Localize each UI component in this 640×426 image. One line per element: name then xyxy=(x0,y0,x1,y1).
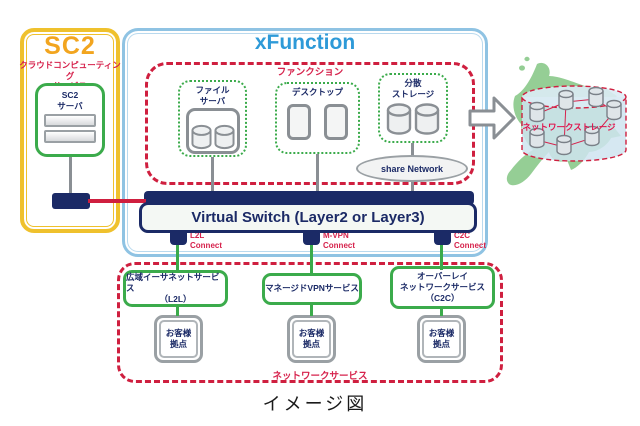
customer-site-box: お客様 拠点 xyxy=(417,315,466,363)
virtual-switch-bar xyxy=(144,191,474,205)
customer-site-line1: お客様 xyxy=(298,328,325,339)
sc2-server-box: SC2 サーバ xyxy=(35,83,105,157)
storage-label-line2: ストレージ xyxy=(391,88,435,99)
storage-label-line1: 分散 xyxy=(404,78,422,88)
service3-line1: オーバーレイ xyxy=(417,270,468,281)
mvpn-connect-line2: Connect xyxy=(323,240,355,250)
mvpn-service-link xyxy=(310,244,313,275)
c2c-connect-line1: C2C xyxy=(454,231,471,240)
c2c-service-link xyxy=(440,244,443,270)
desktop-icon xyxy=(277,103,358,145)
sc2-to-switch-link xyxy=(88,199,146,203)
service1-customer-link xyxy=(176,305,179,316)
desktop-panel-icon xyxy=(287,103,312,140)
c2c-connect-line2: Connect xyxy=(454,240,486,250)
l2l-port xyxy=(170,232,187,245)
desktop-link-line xyxy=(316,152,319,193)
customer-site-line2: 拠点 xyxy=(432,339,450,349)
network-storage-label: ネットワークストレージ xyxy=(522,122,616,132)
l2l-service-link xyxy=(176,244,179,272)
mvpn-connect-label: M-VPN Connect xyxy=(323,231,367,250)
sc2-server-label-line1: SC2 xyxy=(61,90,79,100)
l2l-connect-line1: L2L xyxy=(190,231,205,240)
sc2-connector-line xyxy=(69,157,72,194)
managed-vpn-service-box: マネージドVPNサービス xyxy=(262,273,362,305)
c2c-connect-label: C2C Connect xyxy=(454,231,498,250)
function-area-label: ファンクション xyxy=(276,67,344,78)
l2l-connect-label: L2L Connect xyxy=(190,231,234,250)
storage-cylinders-icon xyxy=(386,103,440,135)
desktop-label: デスクトップ xyxy=(291,87,343,97)
virtual-switch-box: Virtual Switch (Layer2 or Layer3) xyxy=(139,202,477,233)
share-network-label: share Network xyxy=(380,163,444,174)
service2-line1: マネージドVPNサービス xyxy=(265,283,359,294)
l2l-connect-line2: Connect xyxy=(190,240,222,250)
sc2-port-block xyxy=(52,193,90,209)
file-server-link-line xyxy=(211,155,214,193)
distributed-storage-node: 分散 ストレージ xyxy=(378,73,448,143)
share-network-ellipse: share Network xyxy=(356,155,468,182)
file-server-label-line1: ファイル xyxy=(195,85,230,95)
virtual-switch-label: Virtual Switch (Layer2 or Layer3) xyxy=(191,209,425,226)
customer-site-box: お客様 拠点 xyxy=(154,315,203,363)
customer-site-box: お客様 拠点 xyxy=(287,315,336,363)
xfunction-title: xFunction xyxy=(254,31,356,54)
sc2-subtitle-line1: クラウドコンピューティング xyxy=(19,60,121,81)
server-blade-icon xyxy=(44,130,96,144)
desktop-node: デスクトップ xyxy=(275,82,360,154)
mvpn-connect-line1: M-VPN xyxy=(323,231,349,240)
island-icon xyxy=(519,65,525,71)
desktop-panel-icon xyxy=(323,103,348,140)
file-server-icon xyxy=(185,108,240,155)
customer-site-line2: 拠点 xyxy=(302,339,320,349)
customer-site-line1: お客様 xyxy=(165,328,192,339)
customer-site-line2: 拠点 xyxy=(169,339,187,349)
file-server-label-line2: サーバ xyxy=(199,95,226,106)
service3-customer-link xyxy=(440,307,443,316)
sc2-title: SC2 xyxy=(44,32,96,60)
customer-site-line1: お客様 xyxy=(428,328,455,339)
diagram-caption: イメージ図 xyxy=(262,394,368,414)
wide-area-ethernet-service-box: 広域イーサネットサービス （L2L） xyxy=(123,270,228,307)
storage-node-icons xyxy=(529,86,622,156)
service3-line3: （C2C） xyxy=(425,293,460,304)
service1-line2: （L2L） xyxy=(159,294,192,305)
sc2-server-label-line2: サーバ xyxy=(57,100,83,111)
arrow-right-icon xyxy=(468,96,516,140)
c2c-port xyxy=(434,232,451,245)
network-services-label: ネットワークサービス xyxy=(272,371,368,382)
disk-pair-icon xyxy=(190,125,235,150)
service1-line1: 広域イーサネットサービス xyxy=(126,271,220,293)
server-blade-icon xyxy=(44,114,96,128)
service2-customer-link xyxy=(310,303,313,316)
service3-line2: ネットワークサービス xyxy=(399,281,485,292)
island-icon xyxy=(524,56,530,62)
hokkaido-map: ネットワークストレージ xyxy=(506,56,627,186)
network-storage-cylinder: ネットワークストレージ xyxy=(521,85,627,162)
file-server-node: ファイル サーバ xyxy=(178,80,247,157)
overlay-network-service-box: オーバーレイ ネットワークサービス （C2C） xyxy=(390,266,495,309)
mvpn-port xyxy=(303,232,320,245)
